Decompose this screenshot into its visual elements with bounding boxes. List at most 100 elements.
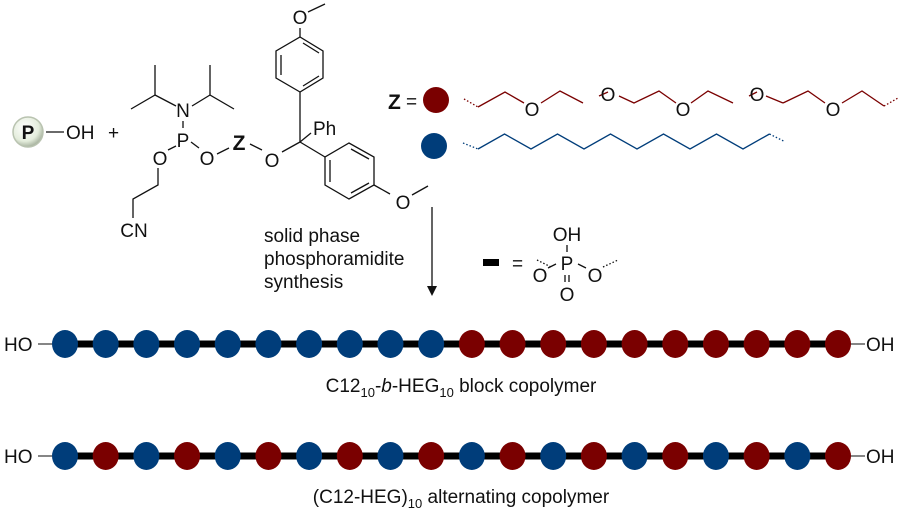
heg-bond [477, 91, 525, 108]
c12-bead [336, 330, 363, 358]
heg-bead [580, 330, 607, 358]
c12-bead [214, 442, 241, 470]
heg-bond [690, 90, 734, 104]
amine-n: N [176, 101, 190, 122]
polymer-right-end: OH [866, 335, 895, 356]
z-placeholder: Z [233, 132, 246, 155]
heg-bond [748, 91, 758, 97]
legend-z-label: Z [388, 91, 401, 114]
c12-bead [458, 442, 485, 470]
cyanoethyl-chain [132, 168, 159, 218]
heg-bead-icon [423, 87, 449, 113]
heg-bead [174, 442, 201, 470]
condition-line-1: solid phase [264, 226, 360, 247]
condition-line-3: synthesis [264, 272, 343, 293]
polymer-right-end: OH [866, 447, 895, 468]
heg-bond [540, 90, 584, 104]
heg-oxygen: O [676, 100, 691, 121]
heg-bead [418, 442, 445, 470]
c12-bead [133, 442, 160, 470]
oxygen-cyanoethyl: O [153, 149, 168, 170]
phosphate-oh: OH [553, 225, 582, 246]
heg-bead [825, 442, 851, 470]
heg-bead [499, 442, 526, 470]
c12-bead [377, 442, 404, 470]
phosphate-o-double: O [560, 285, 575, 306]
c12-bead [296, 330, 323, 358]
c12-bead [255, 330, 282, 358]
phenyl-label: Ph [313, 119, 336, 140]
phosphorus-p: P [177, 131, 190, 152]
arrow-head-icon [427, 286, 437, 296]
polymer-caption: (C12-HEG)10 alternating copolymer [313, 487, 610, 511]
heg-oxygen: O [525, 100, 540, 121]
heg-bead [255, 442, 282, 470]
dimethoxytrityl-group: O Ph O [275, 3, 429, 214]
support-oh: OH [66, 123, 95, 144]
nitrile-cn: CN [120, 221, 147, 242]
linker-legend: = O P OH O O [483, 225, 619, 306]
heg-bead [499, 330, 526, 358]
c12-bead [418, 330, 445, 358]
bead-row [52, 442, 851, 470]
c12-bead [52, 330, 78, 358]
plus-sign: + [108, 123, 119, 144]
support-label: P [22, 123, 35, 144]
heg-bond [618, 90, 677, 104]
isopropyl-right [209, 65, 235, 110]
c12-bead [214, 330, 241, 358]
block-copolymer: HO OH C1210-b-HEG10 block copolymer [4, 330, 895, 400]
methoxy-bottom-o: O [396, 193, 411, 214]
phosphate-p: P [561, 254, 574, 275]
c12-bead [377, 330, 404, 358]
oxygen-z-left: O [200, 149, 215, 170]
c12-bead [702, 442, 729, 470]
c12-bead [92, 330, 119, 358]
heg-bond [463, 98, 479, 108]
heg-structure [463, 90, 899, 108]
heg-bead [825, 330, 851, 358]
z-legend: Z = O O O O O [388, 85, 899, 159]
heg-bead [784, 330, 811, 358]
support-bead-icon [12, 116, 44, 148]
heg-oxygen: O [750, 85, 765, 106]
c12-bead [133, 330, 160, 358]
heg-bead [662, 330, 689, 358]
heg-oxygen: O [826, 100, 841, 121]
heg-bond [841, 90, 885, 107]
phosphate-o-right: O [588, 266, 603, 287]
heg-bead [743, 330, 770, 358]
c12-bead [52, 442, 78, 470]
heg-bead [702, 330, 729, 358]
legend-equals: = [406, 92, 417, 113]
polymer-left-end: HO [4, 335, 33, 356]
linker-bar-icon [483, 259, 499, 266]
bead-row [52, 330, 851, 358]
heg-bead [458, 330, 485, 358]
c12-structure [462, 133, 784, 150]
c12-bead [174, 330, 201, 358]
c12-bead [784, 442, 811, 470]
heg-bead [540, 330, 567, 358]
heg-bond [883, 97, 899, 107]
heg-bond [782, 90, 826, 104]
heg-oxygen: O [601, 85, 616, 106]
heg-bond [598, 91, 609, 97]
solid-support: P OH + [12, 116, 119, 148]
upper-anisyl-ring [275, 36, 324, 93]
heg-bond [765, 95, 784, 104]
alternating-copolymer: HO OH (C12-HEG)10 alternating copolymer [4, 442, 895, 511]
c12-bead-icon [421, 133, 447, 159]
polymer-left-end: HO [4, 447, 33, 468]
phosphate-o-left: O [533, 266, 548, 287]
c12-bead [540, 442, 567, 470]
heg-bead [621, 330, 648, 358]
lower-anisyl-ring [324, 142, 375, 200]
c12-bead [621, 442, 648, 470]
heg-bead [92, 442, 119, 470]
reaction-arrow-group: solid phase phosphoramidite synthesis [264, 207, 437, 296]
phosphoramidite: N P O O CN Z O [120, 65, 301, 242]
c12-bonds [477, 133, 770, 150]
heg-bead [662, 442, 689, 470]
